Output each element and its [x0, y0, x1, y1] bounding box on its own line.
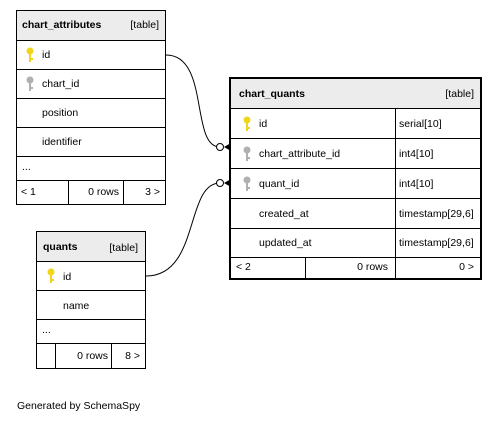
more-columns-row: ... — [17, 157, 165, 181]
table-header: quants [table] — [37, 232, 145, 262]
column-name: id — [63, 271, 72, 283]
relation-chart-attributes-to-chart-quants — [165, 54, 221, 148]
more-columns-ellipsis: ... — [42, 324, 51, 336]
column-row: id — [37, 262, 145, 291]
primary-key-icon — [243, 116, 251, 131]
column-name: id — [259, 118, 268, 130]
footer-child-count: 0 > — [459, 261, 474, 273]
table-name: chart_attributes — [22, 19, 102, 31]
table-chart-quants[interactable]: chart_quants [table] id serial[10] chart… — [229, 77, 482, 280]
column-type: timestamp[29,6] — [399, 208, 474, 220]
column-name: id — [42, 49, 51, 61]
foreign-key-icon — [26, 76, 34, 91]
table-footer: < 1 0 rows 3 > — [17, 181, 165, 204]
table-header: chart_quants [table] — [231, 79, 480, 109]
foreign-key-icon — [243, 146, 251, 161]
column-name: chart_id — [42, 78, 80, 90]
footer-row-count: 0 rows — [88, 186, 119, 198]
relation-end-circle — [216, 179, 224, 187]
column-type: timestamp[29,6] — [399, 237, 474, 249]
footer-row-count: 0 rows — [357, 261, 388, 273]
table-footer: < 2 0 rows 0 > — [231, 258, 480, 278]
table-quants[interactable]: quants [table] id name ... 0 rows 8 > — [36, 231, 146, 369]
primary-key-icon — [47, 268, 55, 283]
footer-child-count: 8 > — [125, 350, 140, 362]
relation-quants-to-chart-quants — [145, 182, 221, 277]
footer-parent-count: < 2 — [236, 261, 251, 273]
primary-key-icon — [26, 47, 34, 62]
table-chart-attributes[interactable]: chart_attributes [table] id chart_id pos… — [16, 10, 166, 205]
column-name: quant_id — [259, 178, 300, 190]
foreign-key-icon — [243, 176, 251, 191]
column-row: chart_attribute_id int4[10] — [231, 139, 480, 169]
table-name: quants — [43, 241, 78, 253]
column-name: name — [63, 300, 90, 312]
column-row: created_at timestamp[29,6] — [231, 199, 480, 229]
table-tag: [table] — [130, 19, 159, 31]
table-tag: [table] — [109, 242, 138, 254]
more-columns-ellipsis: ... — [22, 161, 31, 173]
column-row: updated_at timestamp[29,6] — [231, 229, 480, 258]
footer-parent-count: < 1 — [21, 186, 36, 198]
column-row: chart_id — [17, 70, 165, 99]
column-name: created_at — [259, 208, 309, 220]
more-columns-row: ... — [37, 320, 145, 344]
footer-row-count: 0 rows — [77, 350, 108, 362]
footer-child-count: 3 > — [145, 186, 160, 198]
table-header: chart_attributes [table] — [17, 11, 165, 41]
column-name: chart_attribute_id — [259, 148, 341, 160]
column-type: int4[10] — [399, 178, 434, 190]
column-type: int4[10] — [399, 148, 434, 160]
table-name: chart_quants — [239, 88, 305, 100]
column-row: quant_id int4[10] — [231, 169, 480, 199]
column-name: updated_at — [259, 237, 312, 249]
table-tag: [table] — [445, 88, 474, 100]
column-name: identifier — [42, 136, 82, 148]
relation-end-circle — [216, 143, 224, 151]
column-row: position — [17, 99, 165, 128]
column-row: identifier — [17, 128, 165, 157]
column-row: id — [17, 41, 165, 70]
column-name: position — [42, 107, 79, 119]
column-row: id serial[10] — [231, 109, 480, 139]
column-row: name — [37, 291, 145, 320]
generated-by-credit: Generated by SchemaSpy — [17, 400, 141, 412]
table-footer: 0 rows 8 > — [37, 344, 145, 368]
column-type: serial[10] — [399, 118, 442, 130]
